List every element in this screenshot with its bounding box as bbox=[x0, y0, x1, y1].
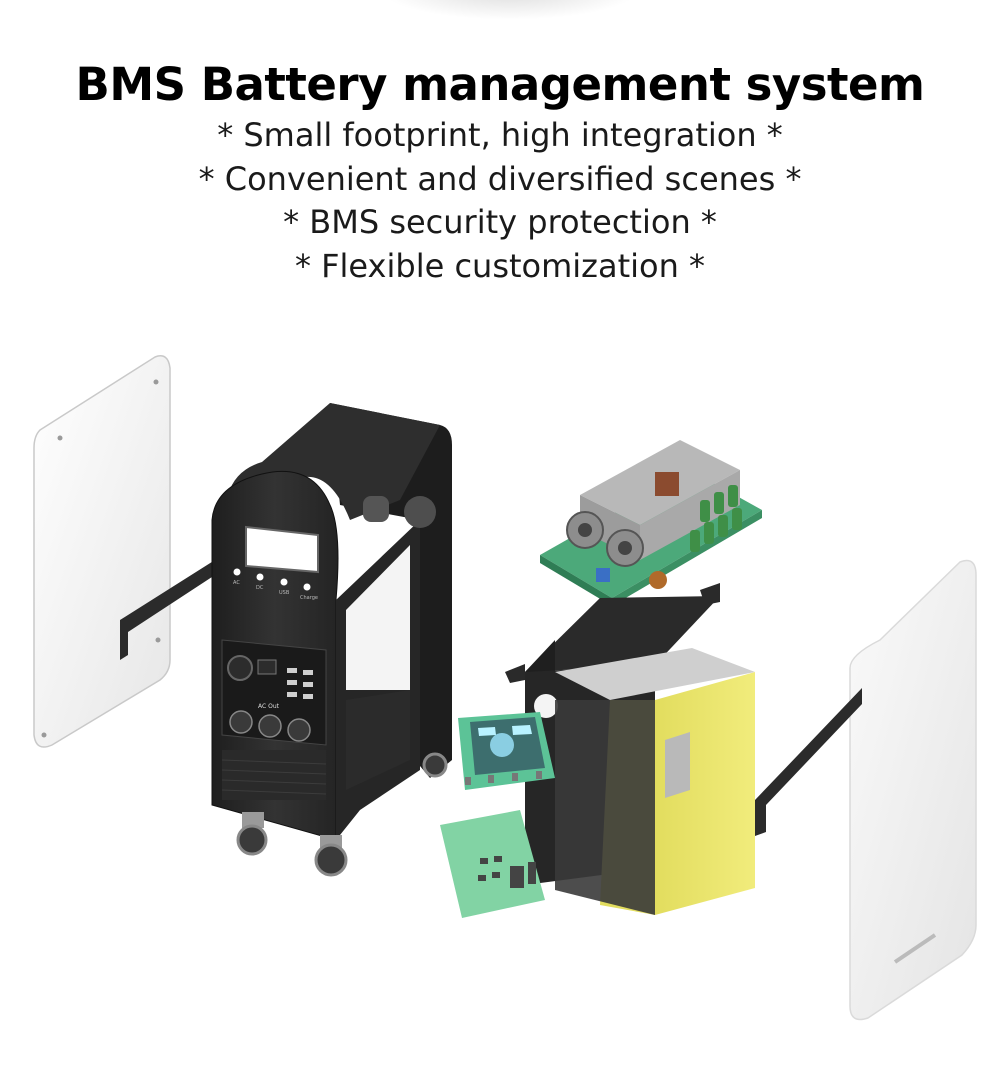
ac-out-label: AC Out bbox=[258, 703, 280, 710]
front-button-row: AC DC USB Charge bbox=[233, 568, 318, 601]
wheel bbox=[236, 812, 268, 856]
terminal-board bbox=[440, 810, 545, 918]
feature-item: * BMS security protection * bbox=[283, 203, 717, 241]
feature-item: * Flexible customization * bbox=[294, 246, 706, 285]
feature-item: * Small footprint, high integration * bbox=[217, 116, 783, 154]
button-label: AC bbox=[233, 580, 240, 586]
button-label: DC bbox=[256, 585, 264, 591]
battery-pack bbox=[555, 648, 755, 915]
button-label: Charge bbox=[300, 595, 318, 601]
top-shadow-decoration bbox=[380, 0, 640, 20]
right-side-panel bbox=[755, 559, 977, 1021]
button-label: USB bbox=[279, 590, 290, 596]
inverter-board bbox=[540, 440, 762, 606]
feature-list: * Small footprint, high integration * * … bbox=[0, 114, 1000, 288]
exploded-product-illustration: AC DC USB Charge AC Out bbox=[33, 355, 977, 1021]
feature-item: * Convenient and diversified scenes * bbox=[198, 159, 802, 198]
wheel bbox=[314, 835, 348, 877]
main-housing: AC DC USB Charge AC Out bbox=[211, 403, 452, 877]
display-board bbox=[458, 712, 555, 790]
page-title: BMS Battery management system bbox=[75, 58, 925, 112]
wheel bbox=[422, 752, 448, 778]
left-side-panel bbox=[33, 355, 215, 748]
